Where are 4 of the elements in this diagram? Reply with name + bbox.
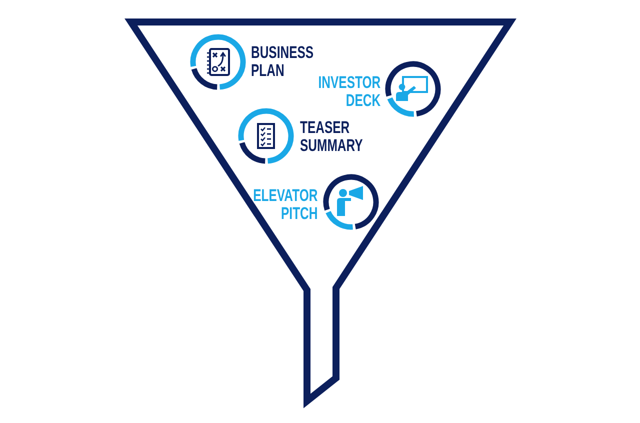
stage-label: ELEVATOR PITCH — [253, 187, 318, 223]
stage-label: TEASER SUMMARY — [300, 119, 363, 155]
stage-label: INVESTOR DECK — [318, 74, 381, 110]
stage-label: BUSINESS PLAN — [251, 44, 314, 80]
